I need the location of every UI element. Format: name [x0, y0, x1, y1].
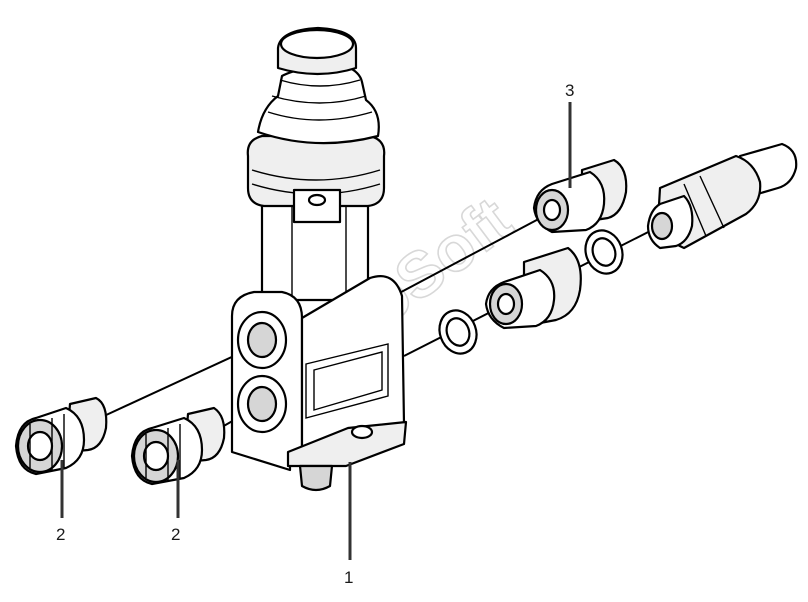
hose-end-fitting	[646, 142, 798, 250]
fitting-upper	[532, 158, 628, 234]
fitting-center	[484, 246, 582, 330]
callout-label-2-middle: 2	[171, 525, 180, 544]
fitting-left	[14, 396, 108, 476]
fitting-middle	[130, 406, 226, 486]
callout-leaders	[60, 102, 572, 560]
callout-label-1: 1	[344, 568, 353, 587]
callout-label-3: 3	[565, 81, 574, 100]
valve-body	[230, 26, 408, 492]
o-rings	[438, 229, 624, 355]
callout-label-2-left: 2	[56, 525, 65, 544]
